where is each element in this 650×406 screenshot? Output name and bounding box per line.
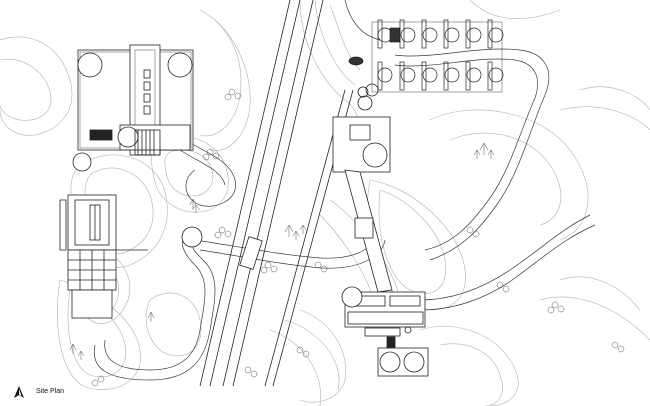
plan-title: Site Plan (36, 388, 65, 395)
building-right-center (332, 83, 393, 293)
parking-lot (348, 19, 504, 93)
highway (199, 0, 354, 387)
building-upper-left (77, 44, 194, 156)
north-arrow-icon (14, 386, 24, 398)
building-left-middle (59, 152, 203, 319)
building-lower-right (341, 286, 429, 377)
trees (69, 88, 625, 387)
